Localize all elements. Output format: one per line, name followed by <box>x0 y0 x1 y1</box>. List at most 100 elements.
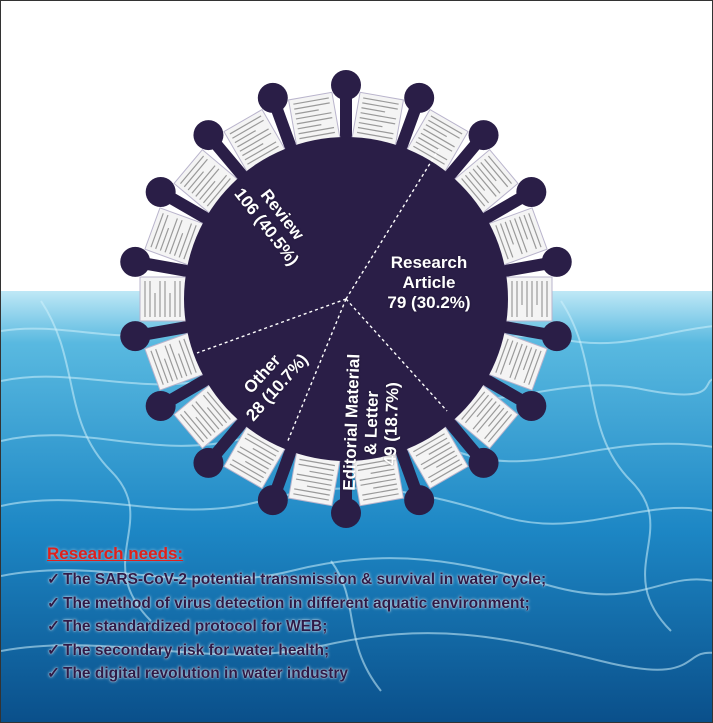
virus-spike-head <box>257 485 288 516</box>
paper-text-line <box>370 468 395 474</box>
paper-text-line <box>518 216 529 240</box>
paper-text-line <box>242 143 264 157</box>
virus-spike-head <box>193 120 224 151</box>
paper-thumbnail <box>287 91 341 146</box>
paper-text-line <box>179 414 205 443</box>
paper-thumbnail <box>223 425 286 490</box>
paper-text-line <box>187 171 205 191</box>
paper-text-line <box>179 155 205 184</box>
paper-text-line <box>191 404 216 433</box>
paper-text-line <box>476 165 501 194</box>
check-icon: ✓ <box>47 618 60 635</box>
paper-text-line <box>173 232 184 256</box>
paper-text-line <box>356 131 393 140</box>
check-icon: ✓ <box>47 594 60 612</box>
paper-text-line <box>523 214 537 250</box>
paper-text-line <box>522 347 533 371</box>
paper-text-line <box>252 447 274 461</box>
paper-text-line <box>294 102 330 110</box>
paper-text-line <box>356 458 393 467</box>
paper-text-line <box>298 126 335 135</box>
virus-spike-head <box>404 82 435 113</box>
paper-text-line <box>183 225 197 260</box>
paper-text-line <box>232 119 264 139</box>
paper-text-line <box>464 394 490 424</box>
check-icon: ✓ <box>47 641 60 659</box>
paper-text-line <box>415 141 448 161</box>
virus-spike-head <box>516 391 547 421</box>
paper-text-line <box>461 391 486 420</box>
paper-text-line <box>360 112 397 120</box>
paper-text-line <box>202 174 228 204</box>
paper-text-line <box>499 223 514 258</box>
paper-text-line <box>430 463 463 483</box>
paper-text-line <box>296 473 333 481</box>
paper-text-line <box>472 401 497 430</box>
paper-text-line <box>169 219 183 255</box>
segment-label-research-article: Research Article 79 (30.2%) <box>379 253 479 313</box>
paper-thumbnail <box>144 207 204 266</box>
paper-text-line <box>234 130 256 144</box>
paper-text-line <box>362 488 398 496</box>
paper-text-line <box>360 478 397 486</box>
paper-text-line <box>150 350 164 385</box>
paper-text-line <box>239 446 272 466</box>
paper-text-line <box>480 162 497 182</box>
virus-spike-head <box>145 177 176 207</box>
paper-text-line <box>415 437 448 457</box>
virus-spike-head <box>120 246 151 277</box>
paper-text-line <box>523 348 537 384</box>
paper-page <box>505 276 553 322</box>
divider-research-editorial <box>345 298 448 412</box>
segment-dividers <box>196 148 448 444</box>
paper-text-line <box>428 441 450 455</box>
paper-text-line <box>509 219 523 255</box>
paper-text-line <box>195 401 220 430</box>
paper-text-line <box>357 463 394 472</box>
paper-thumbnail <box>488 332 548 391</box>
virus-spike-head <box>541 321 572 352</box>
paper-thumbnails <box>139 91 553 507</box>
paper-text-line <box>169 343 183 379</box>
divider-other-review <box>196 298 347 354</box>
paper-text-line <box>476 397 493 418</box>
paper-text-line <box>195 416 212 436</box>
paper-text-line <box>357 126 394 135</box>
research-need-text: The method of virus detection in differe… <box>63 594 530 612</box>
paper-text-line <box>177 353 188 377</box>
paper-thumbnail <box>505 276 553 322</box>
research-needs-title: Research needs: <box>47 544 184 563</box>
virus-spike-head <box>193 447 224 478</box>
paper-text-line <box>299 458 336 467</box>
paper-page <box>139 276 187 322</box>
virus-spike-head <box>541 246 572 277</box>
paper-thumbnail <box>406 425 469 490</box>
virus-spike-head <box>468 120 499 151</box>
research-need-text: The standardized protocol for WEB; <box>63 618 328 635</box>
paper-text-line <box>294 488 330 496</box>
paper-text-line <box>150 213 164 248</box>
paper-text-line <box>232 459 264 479</box>
paper-text-line <box>430 115 463 135</box>
paper-text-line <box>163 358 174 382</box>
paper-text-line <box>247 433 279 453</box>
paper-text-line <box>178 340 193 375</box>
paper-text-line <box>155 214 169 250</box>
paper-text-line <box>309 470 334 477</box>
paper-text-line <box>229 115 262 135</box>
divider-editorial-other <box>286 298 347 444</box>
paper-text-line <box>363 493 399 501</box>
paper-text-line <box>464 174 490 204</box>
virus-spike-head <box>404 485 435 516</box>
paper-text-line <box>476 404 501 433</box>
paper-text-line <box>206 407 224 427</box>
paper-text-line <box>183 158 208 188</box>
check-icon: ✓ <box>47 571 60 588</box>
paper-text-line <box>195 168 220 197</box>
paper-text-line <box>487 414 513 443</box>
paper-text-line <box>423 128 455 148</box>
virus-spike-head <box>331 498 361 528</box>
virus-spike-head <box>331 70 361 100</box>
paper-text-line <box>428 119 460 139</box>
